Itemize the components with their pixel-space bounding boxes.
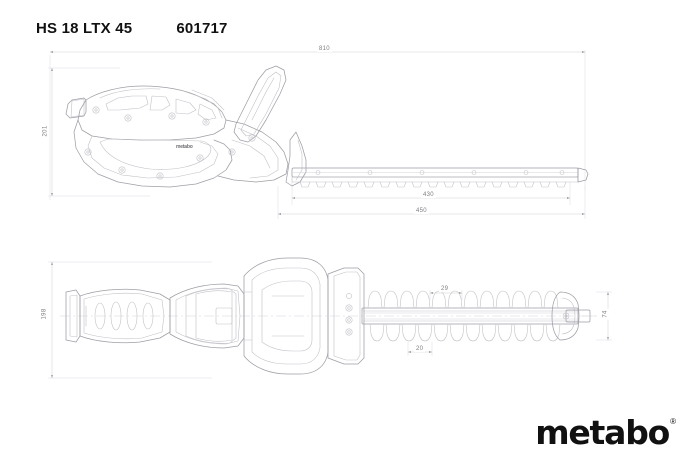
dim-tooth-gap: 20 [414,346,426,352]
brand-wordmark: metabo [535,413,670,452]
dim-overall-height: 201 [42,123,49,139]
dim-blade-length: 430 [421,192,436,198]
dim-blade-width: 74 [602,308,609,320]
top-view-drawing [48,257,612,379]
dim-overall-length: 810 [317,46,332,52]
metabo-logo: metabo ® [535,416,676,449]
side-view-drawing [48,50,589,219]
registered-trademark-icon: ® [670,417,676,426]
dim-cutting-length: 450 [414,208,429,214]
dim-overall-width: 198 [41,306,48,322]
order-number: 601717 [176,20,228,37]
dim-tooth-pitch: 29 [439,286,451,292]
model-name: HS 18 LTX 45 [36,20,133,37]
title-block: HS 18 LTX 45 601717 [36,20,228,37]
housing-brand-label: metabo [176,144,193,150]
